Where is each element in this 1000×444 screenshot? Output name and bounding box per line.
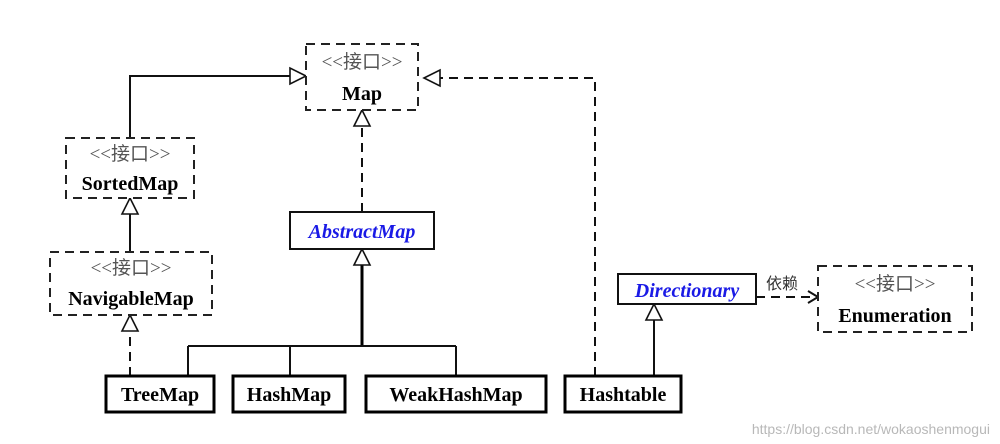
class-directionary-box [617, 273, 757, 305]
class-abstractmap[interactable]: AbstractMap [289, 211, 435, 250]
class-hashtable-box [563, 374, 683, 414]
class-navigablemap-name: NavigableMap [68, 288, 194, 310]
arrow-head-icon [352, 108, 372, 127]
class-weakhashmap-box [364, 374, 548, 414]
class-hashtable-name: Hashtable [580, 384, 667, 406]
class-sortedmap-box [65, 137, 195, 199]
class-treemap[interactable]: TreeMap [104, 374, 216, 414]
edge-hashtable-map [440, 77, 596, 376]
class-map-name: Map [342, 83, 382, 105]
class-navigablemap-box [49, 251, 213, 316]
class-sortedmap[interactable]: <<接口>> SortedMap [65, 137, 195, 199]
arrow-head-icon [120, 196, 140, 215]
class-map[interactable]: <<接口>> Map [305, 43, 419, 111]
class-sortedmap-name: SortedMap [82, 173, 179, 195]
class-hashmap[interactable]: HashMap [231, 374, 347, 414]
arrow-head-icon [422, 68, 441, 88]
class-enumeration-box [817, 265, 973, 333]
class-treemap-box [104, 374, 216, 414]
class-abstractmap-box [289, 211, 435, 250]
class-abstractmap-name: AbstractMap [307, 221, 416, 243]
class-enumeration-stereotype: <<接口>> [855, 273, 936, 295]
arrow-head-icon [120, 313, 140, 332]
class-map-stereotype: <<接口>> [322, 51, 403, 73]
arrow-head-icon [289, 66, 308, 86]
class-map-box [305, 43, 419, 111]
class-weakhashmap-name: WeakHashMap [389, 384, 522, 406]
class-treemap-name: TreeMap [121, 384, 199, 406]
class-enumeration-name: Enumeration [838, 305, 951, 327]
class-sortedmap-stereotype: <<接口>> [90, 143, 171, 165]
arrow-head-icon [644, 302, 664, 321]
class-navigablemap-stereotype: <<接口>> [91, 257, 172, 279]
class-hashtable[interactable]: Hashtable [563, 374, 683, 414]
class-weakhashmap[interactable]: WeakHashMap [364, 374, 548, 414]
dependency-label: 依赖 [766, 274, 798, 293]
class-directionary[interactable]: Directionary [617, 273, 757, 305]
edge-sortedmap-map [129, 75, 290, 138]
class-hashmap-name: HashMap [247, 384, 331, 406]
class-navigablemap[interactable]: <<接口>> NavigableMap [49, 251, 213, 316]
class-enumeration[interactable]: <<接口>> Enumeration [817, 265, 973, 333]
arrow-head-icon [352, 247, 372, 266]
class-hashmap-box [231, 374, 347, 414]
class-directionary-name: Directionary [634, 280, 740, 302]
watermark: https://blog.csdn.net/wokaoshenmogui [752, 421, 990, 437]
